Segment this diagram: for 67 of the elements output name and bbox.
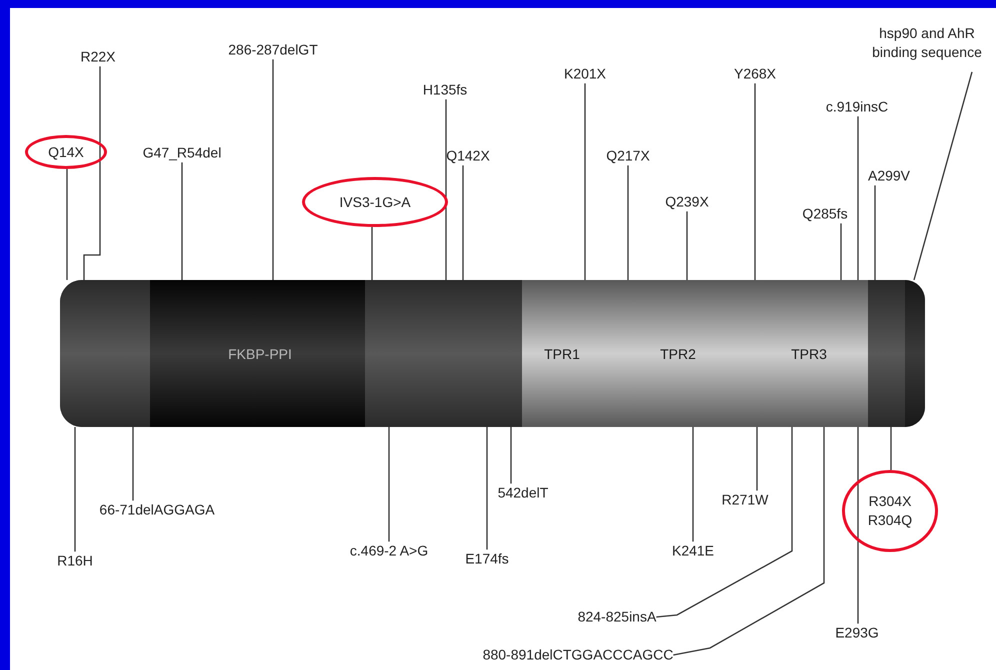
leader-line [83, 66, 101, 280]
mutation-label: E174fs [465, 550, 509, 568]
leader-line [627, 165, 629, 280]
leader-line [840, 223, 842, 280]
domain-label: FKBP-PPI [228, 346, 292, 362]
leader-line [656, 427, 793, 618]
mutation-label: R304Q [868, 511, 912, 530]
domain-label: TPR2 [660, 346, 696, 362]
mutation-label: K201X [564, 64, 606, 84]
mutation-label: R16H [57, 552, 93, 570]
mutation-label: 286-287delGT [228, 40, 318, 60]
protein-domain-segment [60, 280, 150, 427]
mutation-label: Y268X [734, 64, 776, 84]
leader-line [756, 427, 758, 491]
mutation-label: Q217X [606, 146, 650, 166]
mutation-label: 542delT [498, 484, 548, 502]
mutation-label: K241E [672, 542, 714, 560]
leader-line [584, 83, 586, 280]
leader-line [272, 59, 274, 280]
region-label: hsp90 and AhR binding sequence [860, 24, 994, 62]
leader-line [462, 165, 464, 280]
mutation-label: R304X [868, 492, 912, 511]
mutation-label: 880-891delCTGGACCCAGCC [482, 646, 674, 664]
leader-line [132, 427, 134, 501]
mutation-label: Q142X [446, 146, 490, 166]
leader-line [874, 185, 876, 280]
leader-line [445, 99, 447, 280]
protein-domain-segment [868, 280, 905, 427]
mutation-label: Q14X [48, 142, 84, 162]
leader-line [857, 427, 859, 624]
highlight-ellipse [842, 470, 938, 552]
leader-line [181, 162, 183, 280]
leader-line [673, 427, 825, 656]
protein-domain-segment [905, 280, 925, 427]
leader-line [388, 427, 390, 542]
mutation-label: c.469-2 A>G [350, 542, 428, 560]
mutation-label: Q285fs [802, 204, 848, 224]
mutation-label: H135fs [422, 80, 468, 100]
leader-line [74, 427, 76, 552]
mutation-label: A299V [868, 166, 910, 186]
mutation-label: E293G [835, 624, 879, 642]
highlight-ellipse [302, 177, 448, 227]
mutation-label: R271W [722, 490, 768, 510]
leader-line [371, 227, 373, 280]
mutation-label: Q239X [665, 192, 709, 212]
protein-domain-segment [150, 280, 365, 427]
mutation-label: 824-825insA [578, 608, 656, 626]
domain-label: TPR3 [791, 346, 827, 362]
leader-line [754, 83, 756, 280]
leader-line [692, 427, 694, 542]
leader-line [66, 169, 68, 280]
mutation-label: c.919insC [826, 98, 888, 116]
leader-line [510, 427, 512, 484]
leader-line [486, 427, 488, 550]
leader-line [890, 427, 892, 470]
mutation-label: IVS3-1G>A [339, 192, 411, 212]
leader-line [857, 116, 859, 280]
domain-label: TPR1 [544, 346, 580, 362]
mutation-label: G47_R54del [142, 144, 222, 162]
protein-domain-segment [522, 280, 868, 427]
protein-bar [60, 280, 925, 427]
protein-domain-segment [365, 280, 522, 427]
mutation-label: R22X [80, 48, 116, 66]
leader-line [686, 211, 688, 280]
mutation-label: 66-71delAGGAGA [99, 500, 215, 520]
leader-line [913, 72, 973, 280]
highlight-ellipse [25, 135, 107, 169]
